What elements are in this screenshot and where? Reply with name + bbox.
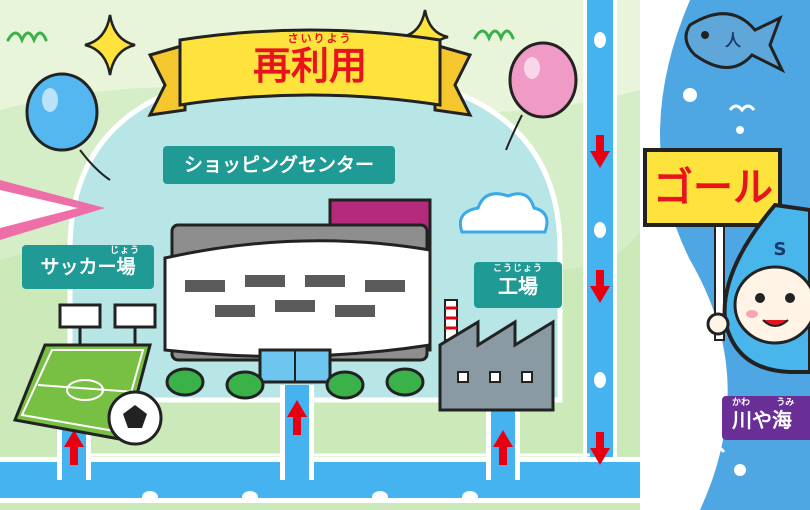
river-sea-text: 川や海: [732, 407, 792, 432]
balloon-blue-icon: [25, 72, 111, 181]
title-banner: [147, 28, 473, 117]
soccer-ball-icon: [107, 390, 163, 446]
grass-tuft-icon: [6, 29, 515, 44]
shopping-center-building: [163, 198, 432, 400]
fish-icon: [684, 12, 786, 74]
banner-title: 再利用: [252, 44, 367, 88]
banner-ruby: さいりよう: [287, 32, 353, 45]
soccer-field-ruby: じょう: [109, 246, 140, 256]
arrow-down-icon: [590, 135, 610, 168]
river-sea-label: かわ うみ 川や海: [722, 396, 810, 440]
floodlight-icon: [113, 303, 157, 345]
river-bubbles: [654, 88, 746, 476]
water-drop-mascot-icon: [706, 202, 810, 374]
balloon-pink-icon: [505, 41, 578, 151]
factory-text: 工場: [498, 273, 538, 298]
cloud-icon: [458, 192, 549, 234]
arrow-up-icon: [493, 430, 513, 465]
goal-sign-text: ゴール: [653, 165, 773, 211]
arrow-down-icon: [590, 270, 610, 303]
fish-letter: 人: [724, 31, 741, 50]
factory-label: こうじょう 工場: [474, 262, 562, 308]
factory-building: [438, 299, 555, 412]
soccer-field-text: サッカー場: [40, 255, 136, 278]
river-ruby-kawa: かわ: [732, 398, 751, 408]
sparkle-icon: [84, 14, 136, 76]
arrow-up-icon: [64, 430, 84, 465]
soccer-field-label: じょう サッカー場: [22, 245, 154, 289]
arrow-down-icon: [590, 432, 610, 465]
factory-ruby: こうじょう: [492, 264, 543, 274]
mascot-letter: S: [773, 239, 787, 260]
goal-signboard: [643, 148, 782, 341]
river-sea-ruby: かわ うみ: [732, 398, 810, 409]
arrow-up-icon: [287, 400, 307, 435]
river-ruby-umi: うみ: [776, 398, 795, 408]
shopping-center-label: ショッピングセンター: [163, 146, 395, 184]
floodlight-icon: [58, 303, 102, 345]
